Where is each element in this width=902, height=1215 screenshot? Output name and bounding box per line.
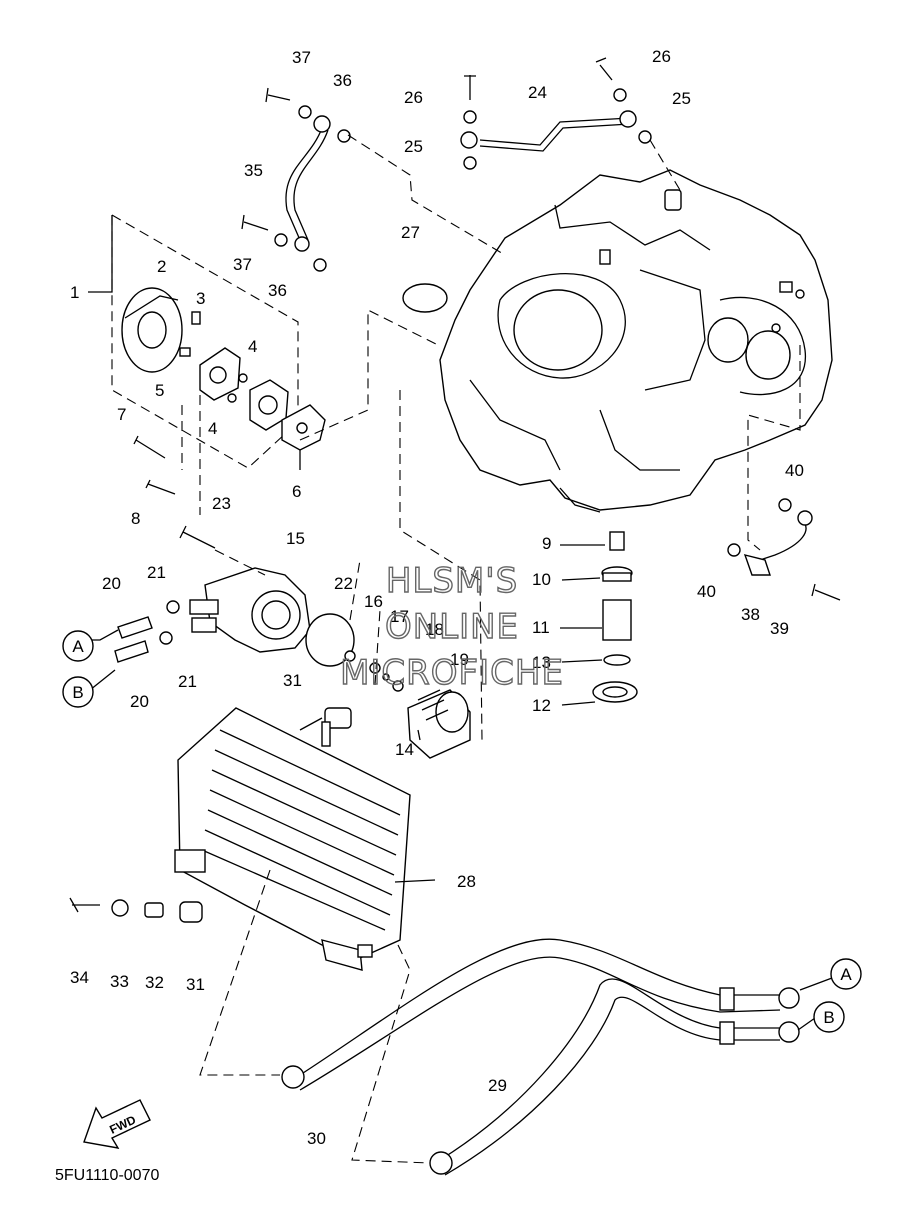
label-9: 9	[542, 534, 551, 553]
crankcase	[439, 169, 833, 513]
label-16: 16	[364, 592, 383, 611]
label-28: 28	[457, 872, 476, 891]
watermark-line-3: MICROFICHE	[340, 653, 564, 693]
oil-pump-assembly	[111, 214, 326, 495]
label-34: 34	[70, 968, 89, 987]
label-36: 36	[268, 281, 287, 300]
label-40: 40	[697, 582, 716, 601]
connector-b-right-circle	[813, 1001, 845, 1033]
watermark: HLSM'S ONLINE MICROFICHE	[339, 560, 564, 693]
label-20: 20	[102, 574, 121, 593]
oil-cooler	[174, 707, 411, 971]
oil-hoses	[281, 938, 800, 1176]
label-25: 25	[404, 137, 423, 156]
label-35: 35	[244, 161, 263, 180]
label-24: 24	[528, 83, 547, 102]
connector-a-left-circle	[62, 630, 94, 662]
connector-a-right: A	[840, 965, 852, 984]
washers-and-bolts	[241, 57, 841, 601]
label-30: 30	[307, 1129, 326, 1148]
oil-pipes	[285, 110, 813, 576]
cooler-bolts	[69, 897, 203, 923]
label-10: 10	[532, 570, 551, 589]
label-38: 38	[741, 605, 760, 624]
label-26: 26	[652, 47, 671, 66]
filter-housing	[114, 525, 471, 759]
label-4: 4	[248, 337, 257, 356]
oil-strainer-stack	[592, 531, 638, 703]
label-21: 21	[178, 672, 197, 691]
label-12: 12	[532, 696, 551, 715]
label-23: 23	[212, 494, 231, 513]
label-18: 18	[425, 620, 444, 639]
label-4: 4	[208, 419, 217, 438]
label-15: 15	[286, 529, 305, 548]
label-27: 27	[401, 223, 420, 242]
connector-b-right: B	[823, 1008, 834, 1027]
label-7: 7	[117, 405, 126, 424]
label-29: 29	[488, 1076, 507, 1095]
label-11: 11	[532, 618, 550, 637]
label-32: 32	[145, 973, 164, 992]
label-6: 6	[292, 482, 301, 501]
connector-a-right-circle	[830, 958, 862, 990]
label-14: 14	[395, 740, 414, 759]
diagram-code: 5FU1110-0070	[55, 1167, 159, 1184]
label-39: 39	[770, 619, 789, 638]
label-1: 1	[70, 283, 79, 302]
label-33: 33	[110, 972, 129, 991]
label-37: 37	[233, 255, 252, 274]
watermark-line-1: HLSM'S	[386, 561, 518, 601]
label-22: 22	[334, 574, 353, 593]
label-40: 40	[785, 461, 804, 480]
label-36: 36	[333, 71, 352, 90]
connector-a-left: A	[72, 637, 84, 656]
label-37: 37	[292, 48, 311, 67]
connector-callouts: A B A B	[62, 630, 862, 1033]
label-5: 5	[155, 381, 164, 400]
watermark-line-2: ONLINE	[385, 607, 519, 647]
connector-b-left-circle	[62, 676, 94, 708]
label-2: 2	[157, 257, 166, 276]
label-13: 13	[532, 653, 551, 672]
label-25: 25	[672, 89, 691, 108]
label-20: 20	[130, 692, 149, 711]
label-19: 19	[450, 650, 469, 669]
label-3: 3	[196, 289, 205, 308]
label-31: 31	[186, 975, 205, 994]
label-31: 31	[283, 671, 302, 690]
fwd-arrow-icon: FWD	[83, 1099, 151, 1149]
connector-b-left: B	[72, 683, 83, 702]
label-21: 21	[147, 563, 166, 582]
label-8: 8	[131, 509, 140, 528]
label-17: 17	[390, 607, 409, 626]
label-26: 26	[404, 88, 423, 107]
part-number-labels: 1 2 3 4 4 5 6 7 8 9 10 11 12 13 14 15 16…	[70, 47, 804, 1148]
